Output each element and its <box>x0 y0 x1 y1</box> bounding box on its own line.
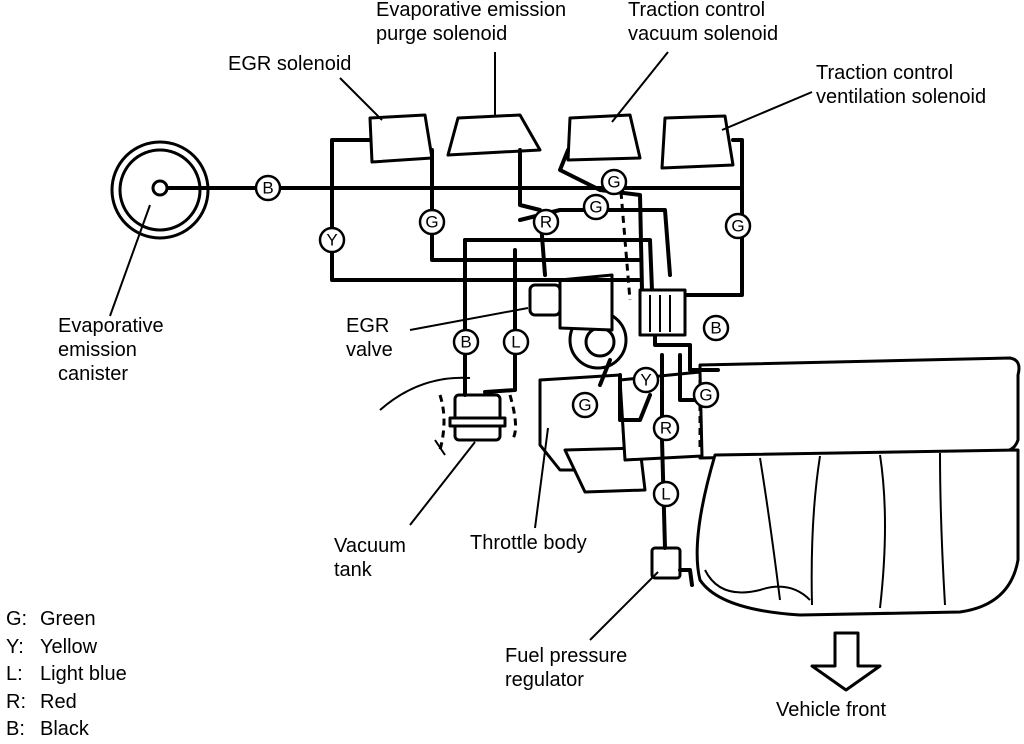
leader-lines <box>109 51 813 641</box>
svg-text:G: G <box>699 386 712 405</box>
hose-tag: B <box>254 174 282 202</box>
svg-text:Y: Y <box>640 371 651 390</box>
svg-text:G: G <box>425 213 438 232</box>
hose-tag: G <box>582 193 610 221</box>
svg-text:R: R <box>660 419 672 438</box>
egr-solenoid-label: EGR solenoid <box>228 53 352 75</box>
hose-tag: R <box>652 414 680 442</box>
svg-text:B: B <box>262 179 273 198</box>
solenoid-block <box>368 113 735 170</box>
hose-tag: Y <box>318 226 346 254</box>
hose-tag: R <box>532 208 560 236</box>
svg-text:G: G <box>589 198 602 217</box>
hose-tag: B <box>452 328 480 356</box>
svg-text:R: R <box>540 213 552 232</box>
fuel-regulator-body <box>650 546 694 587</box>
hose-tag: G <box>600 168 628 196</box>
svg-text:B: B <box>460 333 471 352</box>
vehicle-front-arrow <box>810 631 882 692</box>
legend-item: G:Green <box>6 608 96 630</box>
svg-text:G: G <box>578 396 591 415</box>
egr-valve-body <box>528 273 614 332</box>
hose-tag: B <box>702 314 730 342</box>
svg-text:Y: Y <box>326 231 337 250</box>
hose-tag: G <box>692 381 720 409</box>
legend-item: R:Red <box>6 690 77 713</box>
hose-tag: Y <box>632 366 660 394</box>
hose-tag: L <box>652 480 680 508</box>
hose-tag: G <box>571 391 599 419</box>
hidden-outlines <box>379 179 702 456</box>
svg-text:L: L <box>511 333 520 352</box>
svg-text:B: B <box>710 319 721 338</box>
vehicle-front-label: Vehicle front <box>776 699 887 721</box>
legend-item: Y:Yellow <box>6 635 98 658</box>
legend-item: L:Light blue <box>6 663 127 685</box>
svg-text:L: L <box>661 485 670 504</box>
legend-item: B:Black <box>6 718 89 740</box>
throttle-body-label: Throttle body <box>470 532 587 554</box>
intake-manifold <box>695 356 1021 617</box>
svg-text:G: G <box>607 173 620 192</box>
hose-tag: G <box>418 208 446 236</box>
svg-text:G: G <box>731 217 744 236</box>
hose-tag: G <box>724 212 752 240</box>
vacuum-tank-body <box>448 393 507 442</box>
hose-tag: L <box>502 328 530 356</box>
color-legend: G:Green Y:Yellow L:Light blue R:Red B:Bl… <box>6 606 127 744</box>
